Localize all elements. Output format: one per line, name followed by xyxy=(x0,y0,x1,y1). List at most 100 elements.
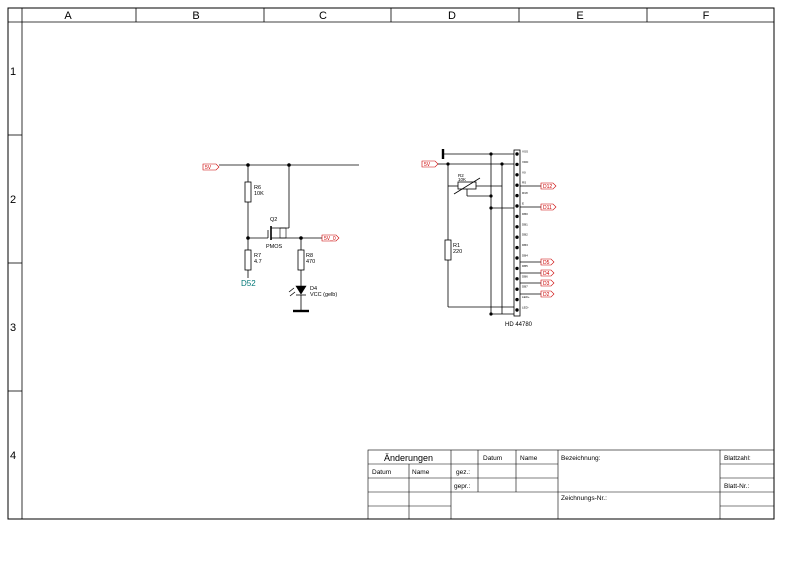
resistor-r7 xyxy=(244,249,252,271)
changes-date-header: Datum xyxy=(372,469,391,476)
ic-pin xyxy=(515,214,519,219)
pot-ref: R2 xyxy=(458,173,464,178)
ic-pin xyxy=(515,308,519,312)
r8-value: 470 xyxy=(306,259,315,265)
ic-pin-label: DB0 xyxy=(522,212,528,216)
net-label-d2: D2 xyxy=(540,290,555,298)
ic-pin xyxy=(515,235,519,239)
svg-text:D2: D2 xyxy=(543,292,550,298)
drawing-frame: A B C D E F 1 2 3 4 xyxy=(7,7,775,520)
left-circuit: 5V R6 10K Q2 PMOS 5V_0 xyxy=(202,163,359,313)
ic-pin xyxy=(515,277,519,281)
svg-text:D11: D11 xyxy=(543,205,552,211)
date-header: Datum xyxy=(483,455,502,462)
svg-text:D5: D5 xyxy=(543,260,550,266)
column-label: C xyxy=(319,10,327,22)
designation-label: Bezeichnung: xyxy=(561,455,601,462)
ic-pin xyxy=(515,204,519,208)
name-header: Name xyxy=(520,455,538,462)
svg-text:D4: D4 xyxy=(543,271,550,277)
net-label-d12: D12 xyxy=(540,182,557,190)
ic-pin-label: E xyxy=(522,202,524,206)
net-label-d3: D3 xyxy=(540,279,555,287)
port-label-d52: D52 xyxy=(241,279,256,288)
ic-pin xyxy=(515,266,519,271)
title-block xyxy=(367,449,775,520)
net-label-5v-out: 5V_0 xyxy=(321,234,340,242)
net-label-d4: D4 xyxy=(540,269,555,277)
net-label-d5: D5 xyxy=(540,258,555,266)
ic-pin-label: DB7 xyxy=(522,285,528,289)
ic-pin-label: LED+ xyxy=(522,295,530,299)
r6-value: 10K xyxy=(254,191,264,197)
lcd-controller-ic xyxy=(513,149,521,317)
potentiometer-r2 xyxy=(457,181,477,190)
ic-pin xyxy=(515,193,519,198)
ic-pin xyxy=(515,152,519,156)
ic-pin-label: DB2 xyxy=(522,233,528,237)
resistor-r1 xyxy=(444,239,452,261)
d4-value: VCC (gelb) xyxy=(310,292,337,298)
svg-text:5V: 5V xyxy=(424,162,431,168)
q2-type: PMOS xyxy=(266,244,283,250)
checked-by-label: gepr.: xyxy=(454,483,470,490)
r1-value: 220 xyxy=(453,249,462,255)
column-label: A xyxy=(64,10,72,22)
r7-value: 4.7 xyxy=(254,259,262,265)
resistor-r6 xyxy=(244,181,252,203)
svg-text:5V_0: 5V_0 xyxy=(324,236,336,242)
r1-ref: R1 xyxy=(453,243,460,249)
column-label: F xyxy=(703,10,710,22)
row-label: 2 xyxy=(10,194,16,206)
led-d4 xyxy=(288,285,309,313)
ic-pin-label: R/W xyxy=(522,191,528,195)
ic-pin xyxy=(515,287,519,291)
ic-name: HD 44780 xyxy=(505,322,533,328)
row-label: 1 xyxy=(10,66,16,78)
r7-ref: R7 xyxy=(254,253,261,259)
drawing-number-label: Zeichnungs-Nr.: xyxy=(561,495,607,502)
ic-pin xyxy=(515,183,519,187)
ic-pin-label: DB6 xyxy=(522,274,528,278)
ic-pin xyxy=(515,225,519,229)
row-label: 3 xyxy=(10,322,16,334)
ic-pin xyxy=(515,162,519,167)
ic-pin xyxy=(515,297,519,302)
column-label: B xyxy=(192,10,199,22)
changes-name-header: Name xyxy=(412,469,430,476)
column-label: E xyxy=(576,10,583,22)
sheet-number-label: Blatt-Nr.: xyxy=(724,483,749,490)
right-circuit: 5V R2 10K R1 220 xyxy=(421,149,557,328)
ic-pin-label: VDD xyxy=(522,160,529,164)
svg-text:D3: D3 xyxy=(543,281,550,287)
ic-pin-label: DB4 xyxy=(522,254,528,258)
ic-pin-label: V0 xyxy=(522,170,526,174)
sheet-count-label: Blattzahl: xyxy=(724,455,751,462)
changes-heading: Änderungen xyxy=(384,453,433,463)
transistor-q2 xyxy=(267,165,290,240)
svg-text:D12: D12 xyxy=(543,184,552,190)
ic-pin-label: LED- xyxy=(522,306,529,310)
ic-pin-label: VSS xyxy=(522,150,528,154)
row-label: 4 xyxy=(10,450,16,462)
ic-pin-label: DB1 xyxy=(522,222,528,226)
resistor-r8 xyxy=(297,249,305,271)
ic-pin xyxy=(515,245,519,250)
ic-pin-label: RS xyxy=(522,181,526,185)
drawn-by-label: gez.: xyxy=(456,469,470,476)
r6-ref: R6 xyxy=(254,185,261,191)
ic-pin-label: DB5 xyxy=(522,264,528,268)
net-label-5v: 5V xyxy=(202,163,220,171)
pot-value: 10K xyxy=(458,177,466,182)
ic-pin xyxy=(515,256,519,260)
svg-text:5V: 5V xyxy=(205,165,212,171)
net-label-5v-lcd: 5V xyxy=(421,160,439,168)
ic-pin xyxy=(515,173,519,177)
q2-ref: Q2 xyxy=(270,217,277,223)
net-label-d11: D11 xyxy=(540,203,557,211)
d4-ref: D4 xyxy=(310,286,317,292)
column-label: D xyxy=(448,10,456,22)
ic-pin-label: DB3 xyxy=(522,243,528,247)
